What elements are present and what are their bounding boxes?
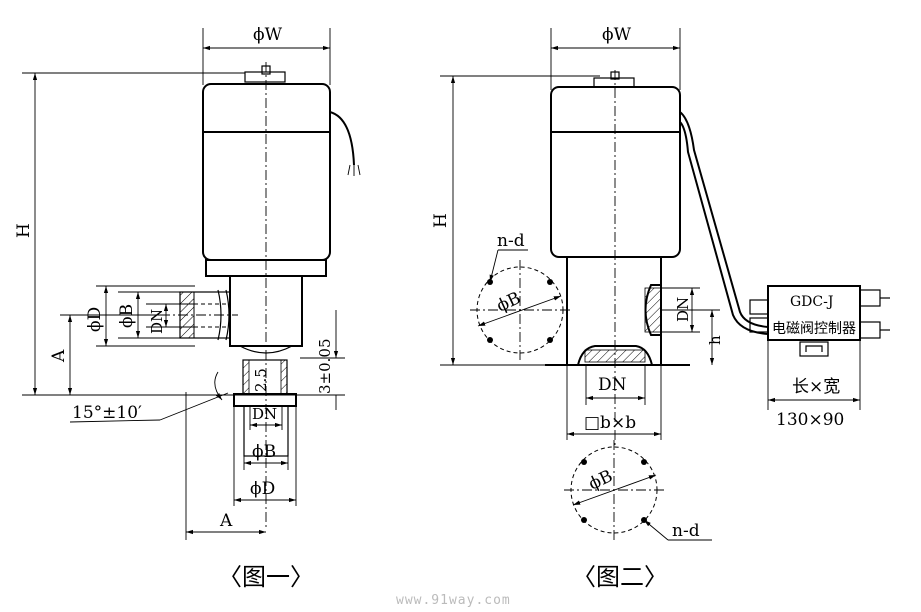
fig2-nd-bottom-label: n-d [672,521,700,541]
controller-dims-value: 130×90 [776,410,844,430]
fig1-2.5-label: 2.5 [252,368,270,392]
controller-model-label: GDC-J [790,294,833,310]
fig1-angle-label: 15°±10′ [72,403,142,423]
fig2-h-label: h [706,335,724,345]
controller-dims-label: 长×宽 [792,377,840,397]
fig1-top-knob [244,71,286,83]
fig1-DN-left-label: DN [148,309,166,334]
fig2-DN-side-label: DN [674,297,692,322]
watermark-text: www.91way.com [396,593,511,608]
fig1-DN-bottom-label: DN [252,405,277,423]
fig2-coil-body [550,86,681,258]
fig1-phiB-bottom-label: ϕB [252,442,276,462]
fig1-caption: 〈图一〉 [218,563,314,591]
fig1-phiW-label: ϕW [253,25,283,45]
figure-2: ϕW H ϕB [431,25,890,591]
fig1-A-left-label: A [49,349,69,363]
fig2-phiB-top-label: ϕB [494,288,524,316]
figure-1: ϕW H [14,25,361,591]
fig1-H-label: H [14,223,34,238]
controller-name-label: 电磁阀控制器 [772,321,856,337]
fig2-caption: 〈图二〉 [572,563,668,591]
fig1-coil-body [202,83,331,261]
fig2-nd-top-label: n-d [497,231,525,251]
fig1-A-bottom-label: A [219,511,233,531]
fig1-cable [329,111,355,166]
fig1-phiB-left-label: ϕB [117,304,137,328]
fig2-DN-bottom-label: DN [598,375,627,395]
fig1-phiD-bottom-label: ϕD [250,479,275,499]
fig2-phiW-label: ϕW [602,25,632,45]
fig2-H-label: H [431,213,451,228]
controller-box: GDC-J 电磁阀控制器 [749,285,890,357]
fig1-3-tolerance-label: 3±0.05 [316,338,334,394]
fig1-phiD-left-label: ϕD [85,307,105,332]
fig2-bxb-label: □b×b [584,413,636,433]
